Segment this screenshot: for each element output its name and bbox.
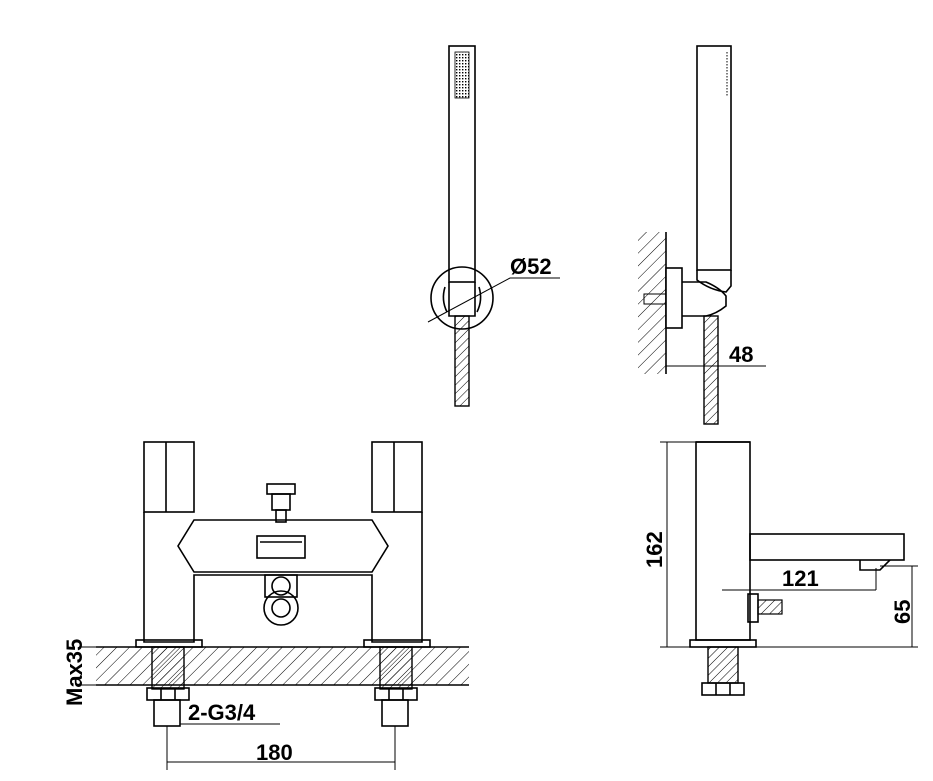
dim-centres: 180	[256, 740, 293, 765]
dim-overall-height: 162	[642, 531, 667, 568]
dim-spout-reach: 121	[782, 566, 819, 591]
dim-spout-height: 65	[890, 600, 915, 624]
dim-holder-projection: 48	[729, 342, 753, 367]
dim-connection-thread: 2-G3/4	[188, 700, 256, 725]
dim-holder-diameter: Ø52	[510, 254, 552, 279]
dim-deck-thickness: Max35	[62, 639, 87, 706]
hand-shower-front-view	[427, 45, 560, 407]
hand-shower-side-view	[638, 45, 766, 425]
mixer-front-view	[80, 441, 469, 770]
mixer-side-view	[660, 441, 918, 696]
